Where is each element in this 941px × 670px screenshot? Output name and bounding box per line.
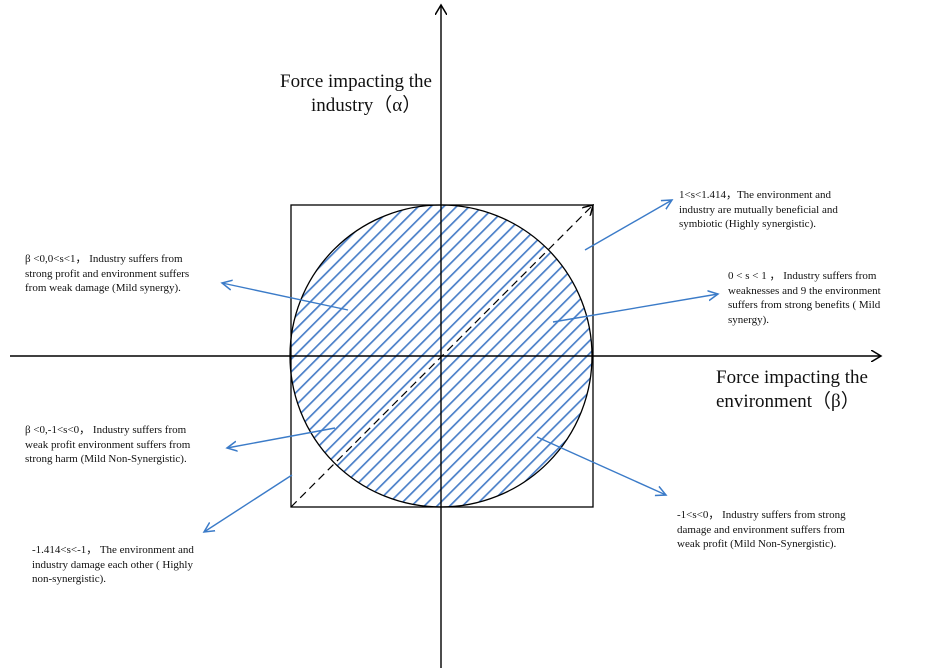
annotation-top-left: β <0,0<s<1， Industry suffers from strong… <box>25 252 223 296</box>
annotation-line: weak profit environment suffers from <box>25 438 191 451</box>
annotation-bottom-right: -1<s<0， Industry suffers from strong dam… <box>677 508 887 552</box>
annotation-top-right: 1<s<1.414，The environment and industry a… <box>679 188 874 232</box>
arrow-top-right <box>584 200 672 251</box>
annotation-line: strong profit and environment suffers <box>25 267 190 280</box>
annotation-line: weak profit (Mild Non-Synergistic). <box>677 538 837 550</box>
annotation-line: strong harm (Mild Non-Synergistic). <box>25 453 187 465</box>
annotation-line: synergy). <box>728 313 770 326</box>
annotation-line: -1.414<s<-1， The environment and <box>32 544 194 556</box>
annotation-line: β <0,-1<s<0， Industry suffers from <box>25 424 187 436</box>
annotation-left-middle: β <0,-1<s<0， Industry suffers from weak … <box>25 423 230 467</box>
annotation-line: symbiotic (Highly synergistic). <box>679 218 816 230</box>
vertical-axis-title: Force impacting the industry（α） <box>280 70 432 118</box>
horizontal-axis-title-line1: Force impacting the <box>716 367 868 388</box>
arrow-bottom-left <box>204 474 293 532</box>
annotation-line: suffers from strong benefits ( Mild <box>728 299 881 311</box>
arrow-left-middle <box>227 427 336 448</box>
horizontal-axis-title: Force impacting the environment（β） <box>716 366 868 414</box>
annotation-line: weaknesses and 9 the environment <box>728 284 881 297</box>
arrow-bottom-right <box>536 436 666 495</box>
annotation-line: from weak damage (Mild synergy). <box>25 282 181 294</box>
annotation-line: 1<s<1.414，The environment and <box>679 189 832 201</box>
annotation-bottom-left: -1.414<s<-1， The environment and industr… <box>32 543 244 587</box>
horizontal-axis-title-line2: environment（β） <box>716 391 860 412</box>
annotation-line: industry damage each other ( Highly <box>32 558 193 571</box>
annotation-right-middle: 0 < s < 1 ， Industry suffers from weakne… <box>728 269 936 327</box>
annotation-line: industry are mutually beneficial and <box>679 203 838 216</box>
arrow-right-middle <box>552 294 718 323</box>
vertical-axis-title-line1: Force impacting the <box>280 71 432 92</box>
annotation-line: -1<s<0， Industry suffers from strong <box>677 509 846 521</box>
annotation-line: non-synergistic). <box>32 573 107 585</box>
annotation-line: β <0,0<s<1， Industry suffers from <box>25 253 183 265</box>
annotation-line: 0 < s < 1 ， Industry suffers from <box>728 270 877 282</box>
annotation-line: damage and environment suffers from <box>677 523 845 536</box>
arrow-top-left <box>222 283 349 311</box>
vertical-axis-title-line2: industry（α） <box>311 95 422 116</box>
